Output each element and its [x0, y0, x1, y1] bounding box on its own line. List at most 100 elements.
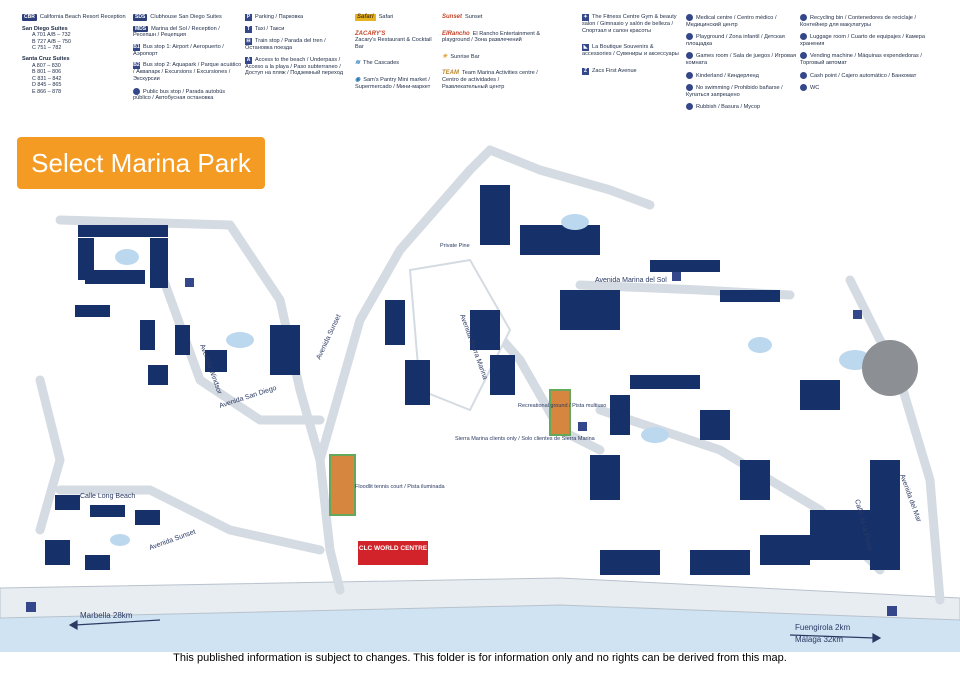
label-fuengirola: Fuengirola 2km — [795, 623, 850, 632]
cbr-badge: CBR — [22, 14, 37, 21]
beach-access-marker — [887, 606, 897, 616]
recreational-ground — [549, 389, 571, 436]
label-marbella: Marbella 28km — [80, 611, 133, 620]
boutique-icon: ◣ — [582, 44, 589, 52]
beach-access-marker — [26, 602, 36, 612]
no-swimming-label: No swimming / Prohibido bañarse / Купать… — [686, 85, 783, 98]
pool-santa-cruz — [115, 249, 139, 265]
games-label: Games room / Sala de juegos / Игровая ко… — [686, 53, 796, 66]
recycling-icon — [800, 14, 807, 21]
footer-disclaimer: This published information is subject to… — [173, 652, 787, 664]
bus-stop-1-label: Bus stop 1: Airport / Aeropuerto / Аэроп… — [133, 43, 224, 57]
legend-col-facilities: ✦The Fitness Centre Gym & beauty salon /… — [582, 14, 682, 80]
sds-label: Clubhouse San Diego Suites — [150, 14, 222, 20]
taxi-label: Taxi / Такси — [255, 26, 285, 32]
building-south-1 — [600, 550, 660, 575]
road-sunset — [55, 215, 345, 595]
taxi-icon: T — [245, 26, 252, 33]
building-long-beach-1 — [55, 495, 80, 510]
wc-label: WC — [810, 85, 820, 92]
direction-arrows — [68, 619, 882, 644]
parking-marker — [185, 278, 194, 287]
building-santa-cruz-e — [150, 238, 168, 288]
fitness-label: The Fitness Centre Gym & beauty salon / … — [582, 14, 677, 34]
label-recreational-ground: Recreational ground / Pista multiuso — [518, 403, 606, 409]
sams-logo-icon: ◉ — [355, 76, 361, 83]
parking-marker — [853, 310, 862, 319]
santa-cruz-row-e: E 866 – 878 — [32, 88, 62, 95]
pools — [110, 214, 871, 546]
kinderland-label: Kinderland / Киндерленд — [696, 72, 759, 79]
parking-markers — [185, 272, 862, 431]
zacarys-logo-icon: ZACARY'S — [355, 30, 386, 37]
parking-label: Parking / Парковка — [255, 14, 304, 20]
zacs-icon: Z — [582, 67, 589, 75]
medical-label: Medical centre / Centro médico / Медицин… — [686, 14, 777, 28]
vending-icon — [800, 52, 807, 60]
building-north-1 — [480, 185, 510, 245]
santa-cruz-title: Santa Cruz Suites — [22, 55, 70, 62]
road-sunset-north — [315, 145, 495, 465]
building-east-1 — [800, 380, 840, 410]
building-sierra-2 — [405, 360, 430, 405]
building-santa-cruz-d — [75, 305, 110, 317]
zacs-label: Zacs First Avenue — [592, 67, 637, 74]
building-central-2 — [630, 375, 700, 389]
resort-map[interactable]: Avenida Marina del Sol Avenida Sunset Av… — [0, 130, 960, 652]
wc-icon — [800, 84, 807, 92]
cash-label: Cash point / Cajero automático / Банкома… — [810, 72, 917, 79]
roundabout — [862, 340, 918, 396]
no-swimming-icon — [686, 84, 693, 92]
parking-marker — [672, 272, 681, 281]
santa-cruz-row-c: C 831 – 842 — [32, 75, 62, 82]
building-long-beach-b — [90, 505, 125, 517]
sds-badge: SDS — [133, 14, 148, 21]
building-long-beach-a — [135, 510, 160, 525]
bus-stop-2-icon: B2 — [133, 62, 140, 70]
rubbish-icon — [686, 103, 693, 111]
pool-long-beach — [110, 534, 130, 546]
label-sierra-marina-clients: Sierra Marina clients only / Solo client… — [455, 436, 596, 442]
games-icon — [686, 52, 693, 60]
road-long-beach — [55, 485, 325, 555]
rancho-label: El Rancho Entertainment & playground / З… — [442, 30, 541, 44]
building-marina-2 — [720, 290, 780, 302]
team-label: Team Marina Activities centre / Centro d… — [442, 70, 538, 90]
building-south-2 — [690, 550, 750, 575]
building-central-4 — [590, 455, 620, 500]
building-central-3 — [610, 395, 630, 435]
building-santa-cruz-b — [78, 238, 94, 280]
buildings — [45, 185, 900, 575]
zacarys-label: Zacary's Restaurant & Cocktail Bar — [355, 37, 432, 50]
pool-marina — [748, 337, 772, 353]
building-del-mar — [870, 460, 900, 570]
clc-world-centre-badge: CLC WORLD CENTRE — [358, 541, 428, 565]
boutique-label: La Boutique Souvenirs & accessories / Су… — [582, 44, 679, 58]
building-long-beach-e — [85, 555, 110, 570]
train-icon: ⊟ — [245, 38, 252, 45]
building-san-diego-a — [205, 350, 227, 372]
playground-icon — [686, 33, 693, 41]
road-del-mar — [845, 275, 945, 605]
building-marina-1 — [650, 260, 720, 272]
building-sierra-1 — [385, 300, 405, 345]
santa-cruz-row-d: D 845 – 865 — [32, 82, 62, 89]
cascades-label: The Cascades — [363, 60, 400, 67]
legend-col-services: Medical centre / Centro médico / Медицин… — [686, 14, 796, 116]
safari-logo-icon: Safari — [355, 14, 376, 21]
arrow-fuengirola — [789, 634, 876, 639]
label-avenida-marina-del-sol: Avenida Marina del Sol — [595, 277, 667, 284]
building-santa-cruz-h — [85, 270, 145, 284]
beach-access-icon: A — [245, 56, 252, 64]
cbr-label: California Beach Resort Reception — [39, 14, 126, 20]
building-san-diego-c — [270, 325, 300, 375]
arrow-marbella-head — [68, 619, 78, 631]
label-avenida-sunset: Avenida Sunset — [315, 314, 342, 361]
page-title: Select Marina Park — [17, 137, 265, 189]
santa-cruz-row-a: A 807 – 830 — [32, 62, 61, 69]
